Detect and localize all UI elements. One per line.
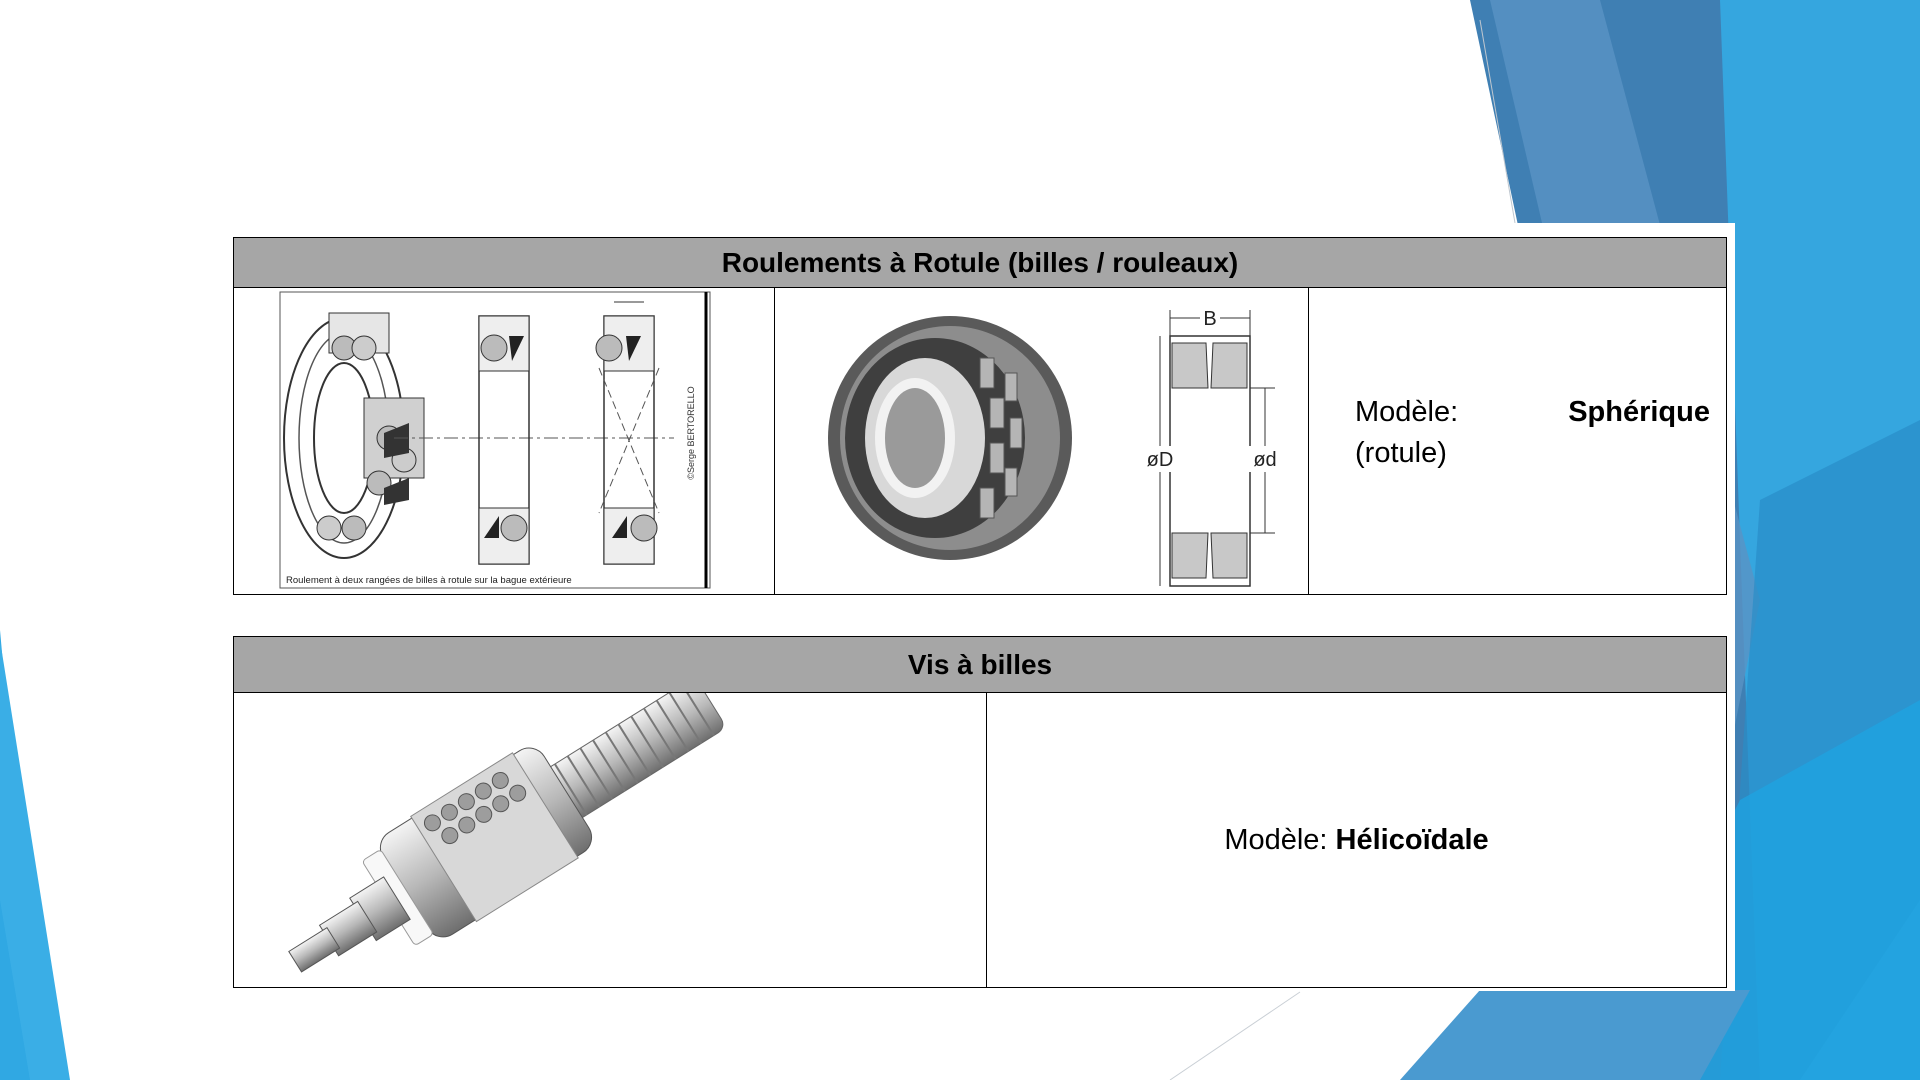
model-spacer xyxy=(1327,824,1335,857)
bearing-drawing-cell: ©Serge BERTORELLO Roulement à deux rangé… xyxy=(234,288,774,594)
table-title: Vis à billes xyxy=(908,649,1052,681)
spherical-bearing-illustration: B øD ød xyxy=(775,288,1308,594)
bg-thin-line-2 xyxy=(1170,992,1300,1080)
bearing-photo-cell: B øD ød xyxy=(775,288,1308,594)
dimension-outer-label: øD xyxy=(1147,449,1174,471)
bearing-technical-drawing: ©Serge BERTORELLO Roulement à deux rangé… xyxy=(234,288,774,594)
bearing-model-cell: Modèle: Sphérique (rotule) xyxy=(1309,288,1726,594)
ball-screw-illustration xyxy=(234,693,986,987)
ball-screw-model-cell: Modèle: Hélicoïdale xyxy=(987,693,1726,987)
drawing-copyright: ©Serge BERTORELLO xyxy=(686,386,696,479)
model-label: Modèle: xyxy=(1355,396,1458,429)
table-vis-a-billes: Vis à billes xyxy=(233,636,1727,988)
dimension-inner-label: ød xyxy=(1253,449,1276,471)
bg-shape-bottom xyxy=(1400,990,1750,1080)
table-header: Vis à billes xyxy=(234,637,1726,693)
drawing-caption: Roulement à deux rangées de billes à rot… xyxy=(286,575,572,586)
model-label: Modèle: xyxy=(1224,824,1327,857)
table-title: Roulements à Rotule (billes / rouleaux) xyxy=(722,247,1239,279)
table-roulements-rotule: Roulements à Rotule (billes / rouleaux) xyxy=(233,237,1727,595)
model-extra: (rotule) xyxy=(1355,437,1447,470)
dimension-b-label: B xyxy=(1203,308,1216,330)
table-header: Roulements à Rotule (billes / rouleaux) xyxy=(234,238,1726,288)
ball-screw-image-cell xyxy=(234,693,986,987)
model-value: Hélicoïdale xyxy=(1336,824,1489,857)
model-value: Sphérique xyxy=(1568,396,1710,429)
